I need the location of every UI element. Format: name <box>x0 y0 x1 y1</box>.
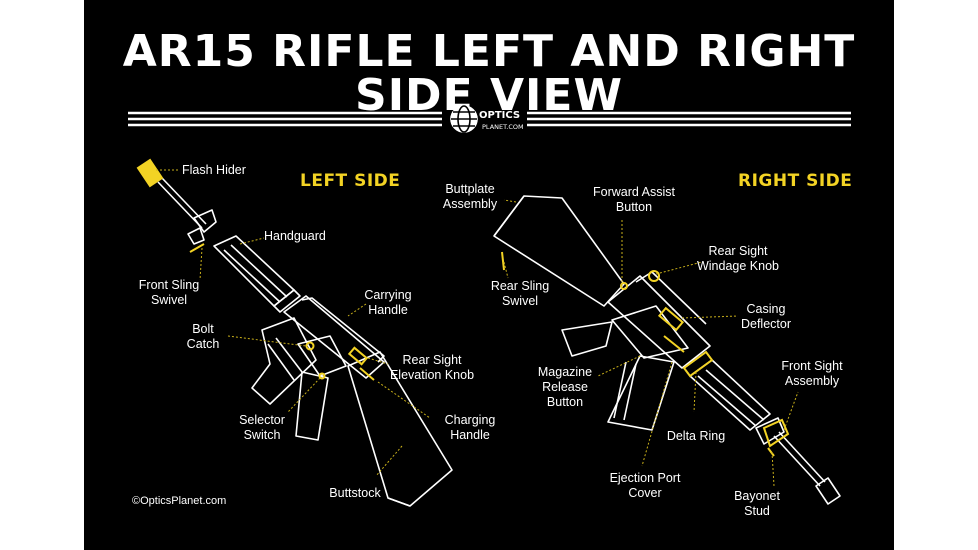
callout-forward-assist-button: Forward Assist Button <box>593 185 675 214</box>
callout-bayonet-stud: Bayonet Stud <box>734 489 780 518</box>
callout-buttstock: Buttstock <box>329 486 381 500</box>
flash-hider-highlight <box>136 158 164 188</box>
selector-switch-highlight <box>318 372 326 380</box>
rifle-diagram: OPTICS PLANET.COM <box>128 105 851 507</box>
rear-sight-elevation-knob-highlight <box>347 346 369 366</box>
callout-rear-sight-windage-knob: Rear Sight Windage Knob <box>696 244 779 273</box>
bolt-catch-highlight <box>305 341 315 351</box>
right-side-heading: RIGHT SIDE <box>738 171 853 191</box>
ejection-port-highlight <box>663 335 685 353</box>
callout-charging-handle: Charging Handle <box>444 413 496 442</box>
forward-assist-highlight <box>620 282 628 290</box>
right-rifle <box>493 195 841 505</box>
callout-magazine-release-button: Magazine Release Button <box>537 365 593 409</box>
left-rifle-highlights <box>136 158 375 381</box>
rear-sight-windage-knob-highlight <box>648 270 660 282</box>
callout-ejection-port-cover: Ejection Port Cover <box>609 471 681 500</box>
casing-deflector-highlight <box>657 306 685 332</box>
charging-handle-highlight <box>359 367 375 381</box>
header-rules <box>128 111 851 127</box>
right-rifle-highlights <box>501 251 790 457</box>
logo-line2: PLANET.COM <box>482 123 524 131</box>
callout-carrying-handle: Carrying Handle <box>364 288 412 317</box>
callout-selector-switch: Selector Switch <box>239 413 285 442</box>
front-sight-assembly-highlight <box>762 418 790 448</box>
callout-delta-ring: Delta Ring <box>666 429 726 443</box>
rear-sling-swivel-highlight <box>501 251 505 271</box>
callout-rear-sling-swivel: Rear Sling Swivel <box>490 279 550 308</box>
logo-line1: OPTICS <box>479 110 520 121</box>
delta-ring-highlight <box>682 350 714 378</box>
front-sling-swivel-highlight <box>189 243 205 253</box>
callout-buttplate-assembly: Buttplate Assembly <box>442 182 498 211</box>
globe-icon <box>450 105 478 133</box>
callout-rear-sight-elevation-knob: Rear Sight Elevation Knob <box>389 353 475 382</box>
callout-front-sight-assembly: Front Sight Assembly <box>781 359 843 388</box>
callout-flash-hider: Flash Hider <box>182 163 246 177</box>
callout-casing-deflector: Casing Deflector <box>740 302 792 331</box>
diagram-canvas: AR15 RIFLE LEFT AND RIGHT SIDE VIEW OPTI… <box>84 0 894 550</box>
bayonet-stud-highlight <box>767 447 775 457</box>
leader-lines <box>156 169 799 487</box>
copyright-text: ©OpticsPlanet.com <box>132 495 227 507</box>
callout-front-sling-swivel: Front Sling Swivel <box>138 278 200 307</box>
left-rifle <box>157 177 453 507</box>
callout-handguard: Handguard <box>264 229 326 243</box>
callout-bolt-catch: Bolt Catch <box>186 322 220 351</box>
left-side-heading: LEFT SIDE <box>300 171 401 191</box>
page-title: AR15 RIFLE LEFT AND RIGHT SIDE VIEW <box>122 26 856 121</box>
